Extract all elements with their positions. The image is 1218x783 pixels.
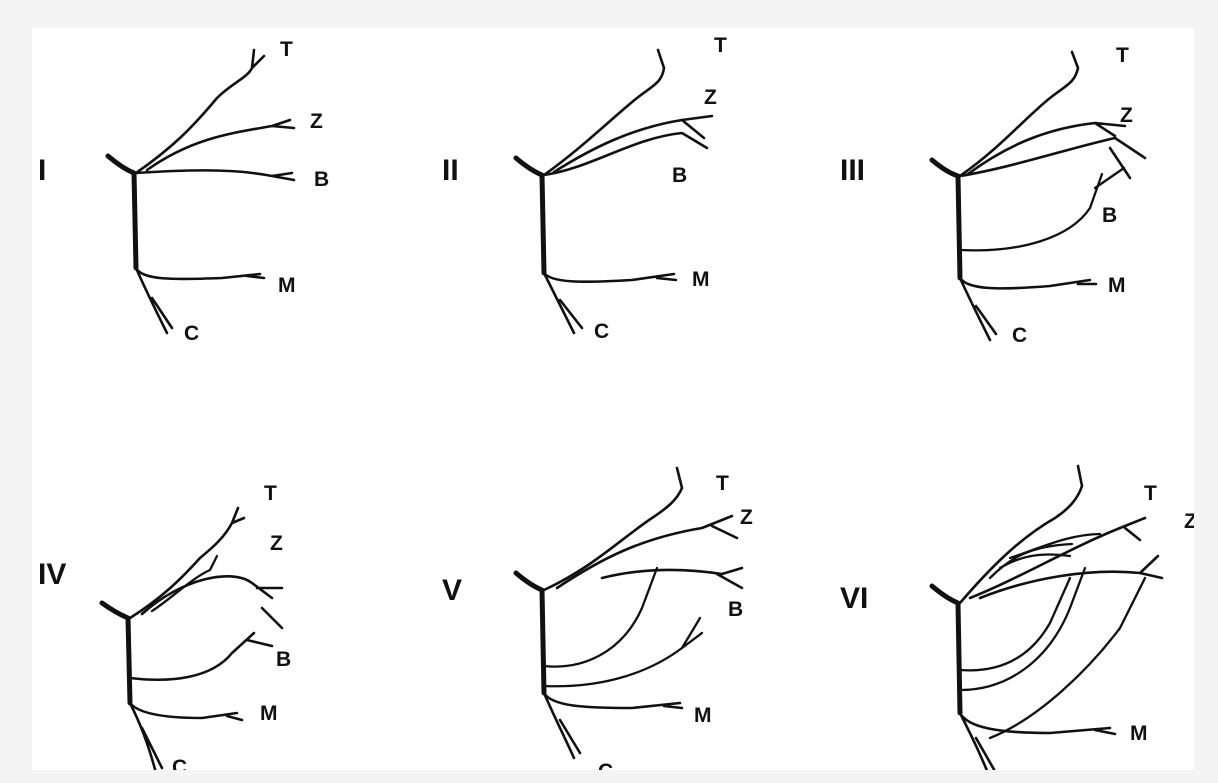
marginal-mandibular-branch <box>136 268 264 279</box>
zygomatic-label: Z <box>1184 510 1194 533</box>
main-trunk <box>516 158 544 273</box>
zygomatic-branch <box>557 516 737 588</box>
zygomatic-label: Z <box>270 532 283 555</box>
zygomatic-branch <box>147 120 294 170</box>
main-trunk <box>102 603 130 703</box>
panel-roman-numeral: I <box>38 154 46 187</box>
zygomatic-label: Z <box>310 110 323 133</box>
cervical-label: C <box>172 756 187 770</box>
buccal-label: B <box>728 598 743 621</box>
buccal-branch <box>602 568 742 588</box>
marginal-mandibular-branch <box>960 278 1096 288</box>
anastomosis-connection <box>960 534 1145 738</box>
main-trunk <box>516 573 544 693</box>
main-trunk <box>932 586 960 713</box>
buccal-label: B <box>276 648 291 671</box>
main-trunk <box>108 156 136 268</box>
anastomosis-connection <box>544 568 702 686</box>
panel-4: IV T Z B M C <box>38 482 291 770</box>
temporal-label: T <box>716 472 729 495</box>
cervical-label: C <box>598 760 613 770</box>
main-trunk <box>932 160 960 278</box>
zygomatic-branch <box>970 518 1145 598</box>
marginal-mandibular-label: M <box>260 702 278 725</box>
cervical-label: C <box>1012 324 1027 347</box>
temporal-branch <box>960 466 1082 603</box>
panel-2: II T Z B M C <box>442 34 727 343</box>
temporal-label: T <box>1116 44 1129 67</box>
cervical-label: C <box>184 322 199 345</box>
panel-roman-numeral: V <box>442 574 462 607</box>
temporal-label: T <box>1144 482 1157 505</box>
marginal-mandibular-branch <box>960 713 1115 734</box>
marginal-mandibular-label: M <box>278 274 296 297</box>
panel-roman-numeral: IV <box>38 558 66 591</box>
temporal-branch <box>130 508 244 618</box>
panel-3: III T Z B M C <box>840 44 1145 347</box>
temporal-label: T <box>714 34 727 57</box>
zygomatic-label: Z <box>1120 104 1133 127</box>
marginal-mandibular-branch <box>544 273 676 282</box>
panel-6: VI T Z B M C <box>840 466 1194 770</box>
zygomatic-branch <box>968 123 1125 174</box>
marginal-mandibular-label: M <box>692 268 710 291</box>
marginal-mandibular-label: M <box>1130 722 1148 745</box>
anastomosis-connection <box>960 168 1124 250</box>
cervical-label: C <box>594 320 609 343</box>
panel-roman-numeral: III <box>840 154 865 187</box>
temporal-branch <box>544 468 682 590</box>
temporal-label: T <box>264 482 277 505</box>
panel-5: V T Z B M C <box>442 468 753 770</box>
zygomatic-label: Z <box>740 506 753 529</box>
marginal-mandibular-label: M <box>1108 274 1126 297</box>
marginal-mandibular-label: M <box>694 704 712 727</box>
zygomatic-label: Z <box>704 86 717 109</box>
cervical-branch <box>960 713 996 770</box>
marginal-mandibular-branch <box>130 703 242 720</box>
buccal-label: B <box>672 164 687 187</box>
panel-1: I T Z B M C <box>38 38 329 345</box>
buccal-label: B <box>314 168 329 191</box>
marginal-mandibular-branch <box>544 693 682 708</box>
panel-roman-numeral: II <box>442 154 459 187</box>
buccal-branch <box>136 170 294 180</box>
diagram-canvas: I T Z B M C II T Z B M C III T <box>32 28 1194 770</box>
facial-nerve-branching-figure: I T Z B M C II T Z B M C III T <box>32 28 1194 770</box>
anastomosis-connection <box>152 556 217 611</box>
temporal-branch <box>960 52 1078 176</box>
buccal-branch <box>130 608 282 680</box>
panel-roman-numeral: VI <box>840 582 868 615</box>
temporal-label: T <box>280 38 293 61</box>
buccal-label: B <box>1102 204 1117 227</box>
temporal-branch <box>136 50 264 173</box>
